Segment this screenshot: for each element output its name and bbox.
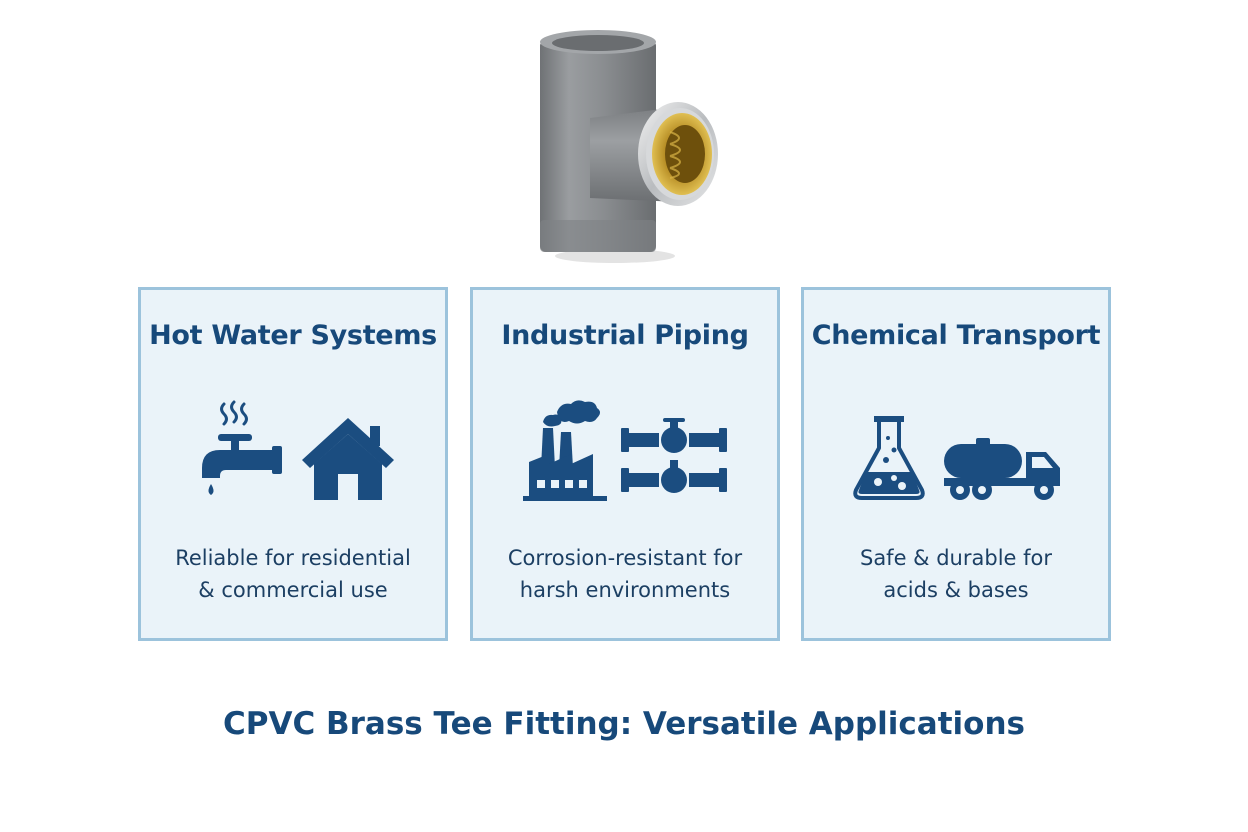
card-description-line: acids & bases xyxy=(883,578,1029,602)
cpvc-brass-tee-fitting-icon xyxy=(540,30,718,263)
factory-icon xyxy=(523,400,607,501)
house-icon xyxy=(302,418,394,500)
card-description-line: harsh environments xyxy=(519,578,731,602)
card-hot-water-systems: Hot Water Systems xyxy=(138,287,448,641)
card-description-line: Reliable for residential xyxy=(175,546,411,570)
card-icons xyxy=(141,398,445,502)
flask-icon xyxy=(853,416,925,500)
card-description: Reliable for residential & commercial us… xyxy=(151,542,435,606)
product-image xyxy=(520,20,740,270)
card-description-line: & commercial use xyxy=(198,578,388,602)
card-title: Hot Water Systems xyxy=(149,320,437,351)
card-icons xyxy=(473,398,777,502)
faucet-icon xyxy=(202,400,282,495)
card-description-line: Corrosion-resistant for xyxy=(507,546,743,570)
card-chemical-transport: Chemical Transport xyxy=(801,287,1111,641)
card-title: Chemical Transport xyxy=(811,320,1101,351)
card-industrial-piping: Industrial Piping xyxy=(470,287,780,641)
card-title: Industrial Piping xyxy=(501,320,749,351)
application-cards: Hot Water Systems xyxy=(138,287,1116,641)
tanker-truck-icon xyxy=(944,438,1060,500)
footer-title: CPVC Brass Tee Fitting: Versatile Applic… xyxy=(223,706,1025,742)
pipeline-valve-icon xyxy=(621,418,727,493)
card-description: Safe & durable for acids & bases xyxy=(814,542,1098,606)
card-description: Corrosion-resistant for harsh environmen… xyxy=(483,542,767,606)
card-description-line: Safe & durable for xyxy=(859,546,1052,570)
card-icons xyxy=(804,398,1108,502)
